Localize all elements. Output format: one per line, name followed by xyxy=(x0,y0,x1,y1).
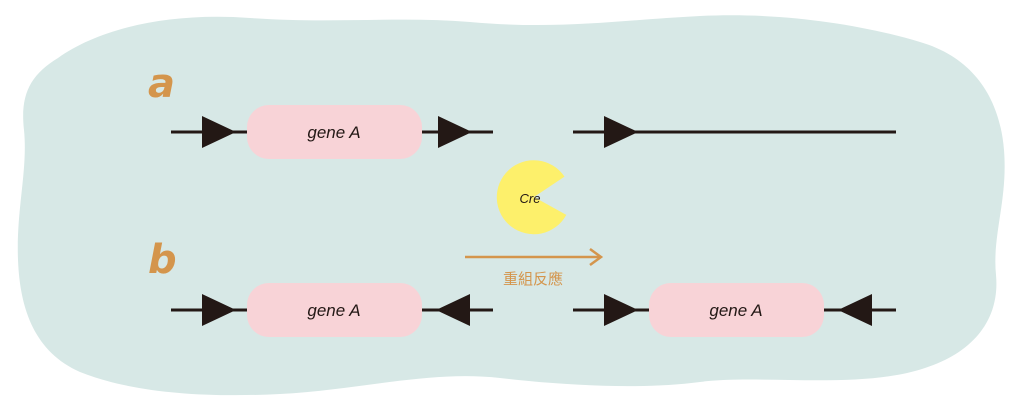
gene-box xyxy=(247,283,422,337)
panel-a-before: gene A xyxy=(171,105,493,159)
panel-a-after xyxy=(573,116,896,148)
gene-box xyxy=(247,105,422,159)
loxp-site-left-icon xyxy=(436,294,470,326)
gene-label: gene A xyxy=(307,123,360,142)
cre-enzyme: Cre xyxy=(496,160,567,235)
gene-label: gene A xyxy=(709,301,762,320)
gene-box xyxy=(649,283,824,337)
cre-enzyme-icon xyxy=(496,160,567,235)
loxp-site-left-icon xyxy=(838,294,872,326)
panel-b-before: gene A xyxy=(171,283,493,337)
panel-b-after: gene A xyxy=(573,283,896,337)
reaction-arrow: 重組反應 xyxy=(465,247,604,288)
panel-a-label: a xyxy=(148,61,175,107)
reaction-label: 重組反應 xyxy=(503,270,563,288)
arrow-right-icon xyxy=(589,247,604,267)
loxp-site-right-icon xyxy=(202,116,236,148)
loxp-site-right-icon xyxy=(438,116,472,148)
loxp-site-right-icon xyxy=(604,116,638,148)
cre-label: Cre xyxy=(520,191,541,206)
gene-label: gene A xyxy=(307,301,360,320)
loxp-site-right-icon xyxy=(202,294,236,326)
loxp-site-right-icon xyxy=(604,294,638,326)
panel-b-label: b xyxy=(148,237,177,283)
